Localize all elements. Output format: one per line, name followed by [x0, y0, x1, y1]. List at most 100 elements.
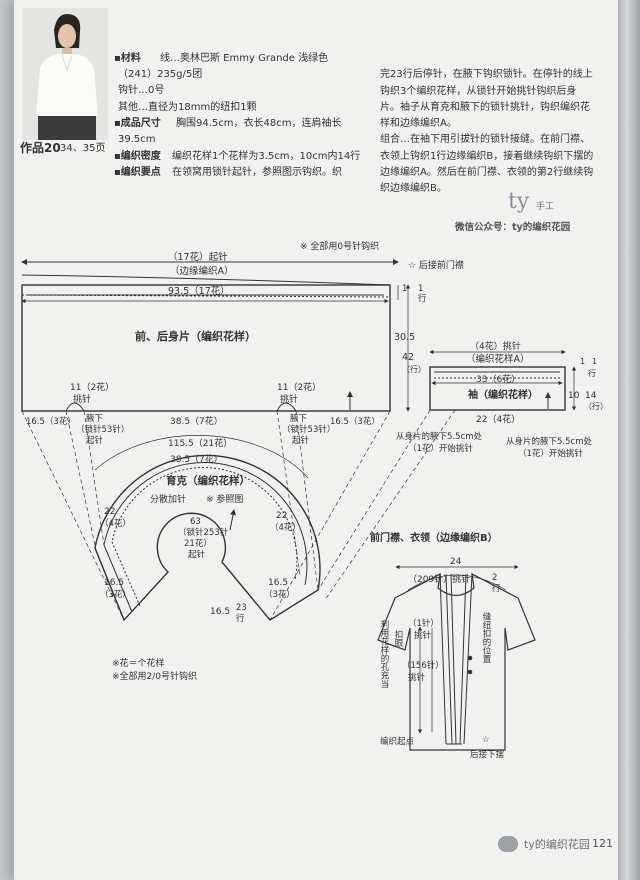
- sleeve-row-1b: 1: [592, 357, 597, 366]
- sleeve-note-left-2: （1花）开始挑针: [408, 443, 473, 454]
- sleeve-pattern-a: （编织花样A）: [466, 353, 530, 365]
- back-band-note: ☆ 后接前门襟: [408, 259, 464, 271]
- placket-star: ☆: [482, 735, 490, 745]
- sleeve-title: 袖（编织花样）: [467, 388, 538, 401]
- yoke-height-22-right-b: （4花）: [270, 522, 301, 533]
- armpit-right-1: 腋下: [290, 413, 308, 424]
- body-start-chain: （17花）起针: [168, 251, 228, 263]
- book-spine-edge: [618, 0, 640, 880]
- materials-line-2: （241）235g/5团: [118, 69, 203, 80]
- body-height-row: （行）: [402, 364, 426, 374]
- yoke-height-165-bottom: 16.5: [210, 607, 230, 617]
- model-photo: [22, 8, 108, 140]
- placket-back-hem: 后接下摆: [470, 749, 505, 760]
- neck-21-flowers: 21花）: [184, 538, 212, 549]
- note-flower: ※花＝个花样: [112, 657, 165, 669]
- materials-line-1: 线…奥林巴斯 Emmy Grande 浅绿色: [160, 53, 329, 64]
- density-text: 编织花样1个花样为3.5cm，10cm内14行: [172, 151, 361, 162]
- instructions-line-7: 边缘编织A。然后在前门襟、衣领的第2行继续钩: [380, 167, 594, 178]
- sleeve-width-22: 22（4花）: [476, 413, 520, 425]
- placket-start-point: 编织起点: [380, 736, 415, 747]
- pattern-page: [14, 0, 618, 880]
- yoke-height-22-right: 22: [276, 511, 287, 521]
- yoke-rows-23: 23: [236, 603, 247, 613]
- instructions-line-8: 织边缘编织B。: [380, 183, 447, 194]
- placket-pick-209: （209针）挑针: [408, 573, 470, 585]
- placket-row-2b: 行: [492, 583, 501, 594]
- instructions-line-5: 组合…在袖下用引拔针的锁针接缝。在前门襟、: [380, 134, 590, 145]
- placket-width-24: 24: [450, 557, 462, 567]
- placket-button-position: 缝纽扣的位置: [481, 611, 491, 663]
- work-number: 作品20: [20, 141, 61, 155]
- brand-logo: ty: [508, 189, 530, 214]
- instructions-line-2: 钩织3个编织花样，从锁针开始挑针钩织后身: [380, 86, 577, 97]
- instructions-line-6: 衣领上钩织1行边缘编织B，接着继续钩织下摆的: [380, 151, 594, 162]
- materials-line-3: 钩针…0号: [118, 85, 165, 96]
- body-edge-a: （边缘编织A）: [170, 265, 234, 277]
- width-165-left: 16.5（3花）: [26, 416, 76, 427]
- yoke-width-385: 38.5（7花）: [170, 453, 223, 465]
- yoke-height-22-left-b: （4花）: [100, 518, 131, 529]
- armpit-right-3: 起针: [292, 435, 310, 446]
- placket-use-pattern: 利用花样的孔充当: [379, 619, 389, 689]
- size-heading: ▪成品尺寸: [114, 118, 161, 129]
- width-385: 38.5（7花）: [170, 415, 223, 427]
- yoke-height-22-left: 22: [104, 507, 115, 517]
- body-height-42: 42: [402, 352, 414, 363]
- sleeve-note-right-1: 从身片的腋下5.5cm处: [506, 436, 592, 447]
- width-165-right: 16.5（3花）: [330, 416, 380, 427]
- size-line-2: 39.5cm: [118, 134, 156, 145]
- body-title: 前、后身片（编织花样）: [135, 329, 256, 343]
- wechat-icon: [498, 836, 518, 852]
- armpit-right-2: （锁针53针）: [282, 424, 335, 435]
- body-row-1b: 1: [418, 284, 423, 294]
- pick-right: 挑针: [280, 393, 298, 405]
- work-pages: 34、35页: [60, 143, 106, 154]
- armpit-left-3: 起针: [86, 435, 104, 446]
- yoke-see-diagram: ※ 参照图: [206, 493, 243, 505]
- note-hook-size: ※全部用2/0号针钩织: [112, 670, 197, 682]
- yoke-height-165-right: 16.5: [268, 578, 288, 588]
- yoke-width-1155: 115.5（21花）: [168, 437, 232, 449]
- armpit-left-2: （锁针53针）: [76, 424, 129, 435]
- sleeve-row-1c: 行: [588, 368, 596, 378]
- sleeve-note-right-2: （1花）开始挑针: [518, 448, 583, 459]
- sleeve-height-14: 14: [585, 391, 597, 401]
- sleeve-pick: （4花）挑针: [470, 340, 521, 352]
- body-row-1c: 行: [418, 293, 427, 304]
- sleeve-note-left-1: 从身片的腋下5.5cm处: [396, 431, 482, 442]
- placket-st-156: （156针）: [402, 660, 444, 671]
- placket-st-1b: 挑针: [414, 630, 432, 641]
- footer-wechat: ty的编织花园: [524, 838, 590, 851]
- flower-11-right: 11（2花）: [277, 381, 321, 393]
- note-all-hook: ※ 全部用0号针钩织: [300, 240, 379, 252]
- materials-line-4: 其他…直径为18mm的纽扣1颗: [118, 102, 257, 113]
- yoke-rows-23b: 行: [236, 613, 245, 624]
- sleeve-height-10: 10: [568, 391, 580, 401]
- placket-row-2: 2: [492, 573, 497, 583]
- instructions-line-4: 样和边缘编织A。: [380, 118, 457, 129]
- flower-11-left: 11（2花）: [70, 381, 114, 393]
- sleeve-height-row: （行）: [584, 401, 608, 411]
- pick-left: 挑针: [73, 393, 91, 405]
- placket-buttonhole: 扣眼: [393, 629, 403, 648]
- armpit-left-1: 腋下: [86, 413, 104, 424]
- neck-63: 63: [190, 517, 201, 527]
- yoke-dispersed-increase: 分散加针: [150, 493, 186, 505]
- size-line-1: 胸围94.5cm，衣长48cm，连肩袖长: [176, 118, 342, 129]
- yoke-height-165-left: 16.5: [104, 578, 124, 588]
- body-height-305: 30.5: [394, 332, 415, 343]
- placket-st-156b: 挑针: [408, 672, 426, 683]
- yoke-height-165-right-b: （3花）: [264, 589, 295, 600]
- brand-logo-sub: 手工: [536, 202, 555, 212]
- neck-start: 起针: [188, 549, 206, 560]
- brand-wechat: 微信公众号：ty的编织花园: [455, 222, 571, 233]
- keypoints-text: 在领窝用锁针起针，参照图示钩织。织: [172, 167, 342, 178]
- neck-chain-253: （锁针253针: [178, 527, 229, 538]
- yoke-height-165-left-b: （3花）: [100, 589, 131, 600]
- keypoints-heading: ▪编织要点: [114, 167, 161, 178]
- placket-st-1: （1针）: [408, 618, 439, 629]
- yoke-title: 育克（编织花样）: [166, 474, 250, 487]
